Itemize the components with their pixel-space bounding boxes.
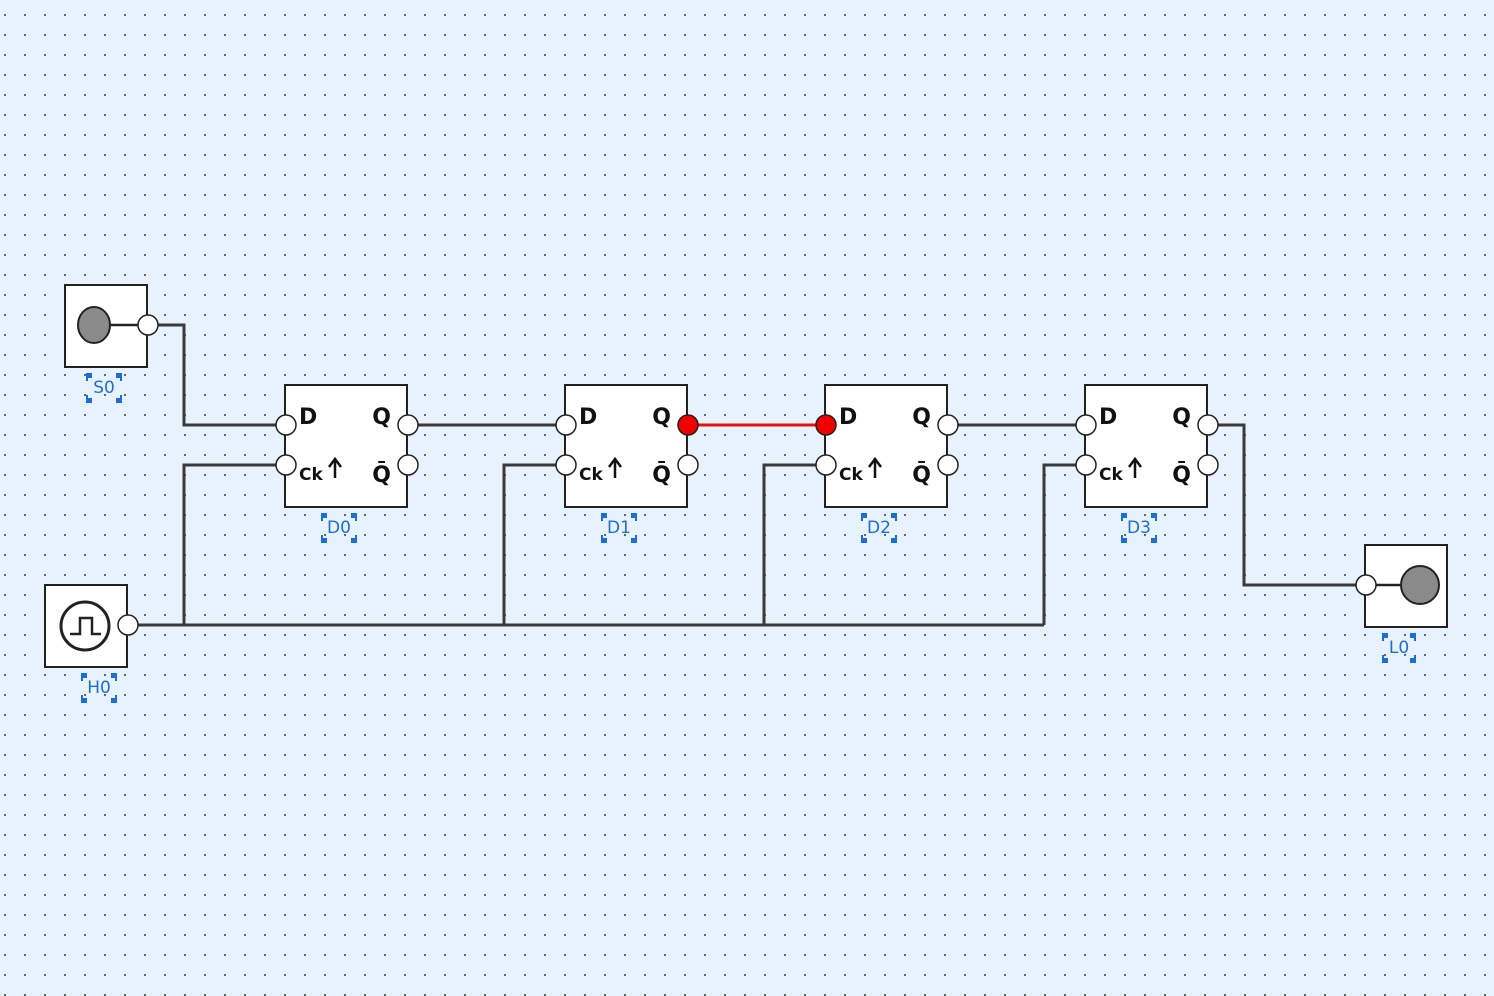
flipflop-body[interactable] [284, 384, 408, 508]
led-selection-marks [1382, 633, 1416, 663]
clock-wave-icon [59, 600, 111, 652]
switch-name-label: S0 [93, 378, 115, 398]
flipflop-name-label: D1 [607, 518, 631, 538]
clock-input-label: Ck [1099, 465, 1123, 485]
led-input-pin[interactable] [1355, 574, 1377, 596]
flipflop-selection-marks [1121, 513, 1157, 543]
flipflop-d0[interactable]: D Q Q̄ Ck D0 [275, 384, 419, 543]
clock-output-pin[interactable] [117, 614, 139, 636]
clock-input-label: Ck [299, 465, 323, 485]
d-input-label: D [579, 405, 597, 430]
wires [138, 323, 1356, 627]
led-name-label: L0 [1389, 638, 1409, 658]
rising-edge-arrow-icon [328, 456, 342, 478]
d-input-pin[interactable] [815, 414, 837, 436]
clock-input-pin[interactable] [275, 454, 297, 476]
qbar-output-label: Q̄ [1172, 462, 1191, 488]
clock-input-pin[interactable] [1075, 454, 1097, 476]
clock-input-pin[interactable] [555, 454, 577, 476]
d-input-label: D [299, 405, 317, 430]
flipflop-name-label: D2 [867, 518, 891, 538]
toggle-switch-icon [77, 306, 138, 344]
qbar-output-label: Q̄ [652, 462, 671, 488]
flipflop-d1[interactable]: D Q Q̄ Ck D1 [555, 384, 699, 543]
q-output-label: Q [372, 405, 391, 430]
flipflop-d3[interactable]: D Q Q̄ Ck D3 [1075, 384, 1219, 543]
wire-clock-to-d1[interactable] [502, 463, 566, 625]
flipflop-d2[interactable]: D Q Q̄ Ck D2 [815, 384, 959, 543]
wire-d3q-to-l0[interactable] [1218, 423, 1356, 587]
flipflop-selection-marks [601, 513, 637, 543]
clock-body[interactable] [44, 584, 128, 668]
flipflop-selection-marks [861, 513, 897, 543]
q-output-label: Q [912, 405, 931, 430]
d-input-pin[interactable] [555, 414, 577, 436]
switch-s0[interactable]: S0 [64, 284, 159, 403]
flipflop-name-label: D0 [327, 518, 351, 538]
rising-edge-arrow-icon [1128, 456, 1142, 478]
clock-input-pin[interactable] [815, 454, 837, 476]
switch-selection-marks [86, 373, 122, 403]
q-output-label: Q [652, 405, 671, 430]
qbar-output-pin[interactable] [677, 454, 699, 476]
wire-clock-to-d0[interactable] [182, 463, 286, 625]
d-input-label: D [839, 405, 857, 430]
clock-input-label: Ck [579, 465, 603, 485]
led-icon [1374, 565, 1440, 605]
rising-edge-arrow-icon [868, 456, 882, 478]
q-output-pin[interactable] [937, 414, 959, 436]
qbar-output-label: Q̄ [912, 462, 931, 488]
qbar-output-pin[interactable] [1197, 454, 1219, 476]
wire-s0-to-d0[interactable] [158, 323, 286, 427]
clock-h0[interactable]: H0 [44, 584, 139, 703]
flipflop-body[interactable] [824, 384, 948, 508]
wire-clock-to-d3[interactable] [1042, 463, 1086, 625]
q-output-label: Q [1172, 405, 1191, 430]
led-l0[interactable]: L0 [1355, 544, 1448, 663]
clock-selection-marks [81, 673, 117, 703]
qbar-output-pin[interactable] [937, 454, 959, 476]
d-input-pin[interactable] [1075, 414, 1097, 436]
clock-input-label: Ck [839, 465, 863, 485]
rising-edge-arrow-icon [608, 456, 622, 478]
q-output-pin[interactable] [677, 414, 699, 436]
flipflop-name-label: D3 [1127, 518, 1151, 538]
q-output-pin[interactable] [397, 414, 419, 436]
d-input-label: D [1099, 405, 1117, 430]
d-input-pin[interactable] [275, 414, 297, 436]
qbar-output-pin[interactable] [397, 454, 419, 476]
flipflop-selection-marks [321, 513, 357, 543]
qbar-output-label: Q̄ [372, 462, 391, 488]
flipflop-body[interactable] [1084, 384, 1208, 508]
clock-name-label: H0 [87, 678, 111, 698]
q-output-pin[interactable] [1197, 414, 1219, 436]
switch-output-pin[interactable] [137, 314, 159, 336]
flipflop-body[interactable] [564, 384, 688, 508]
wire-clock-to-d2[interactable] [762, 463, 826, 625]
